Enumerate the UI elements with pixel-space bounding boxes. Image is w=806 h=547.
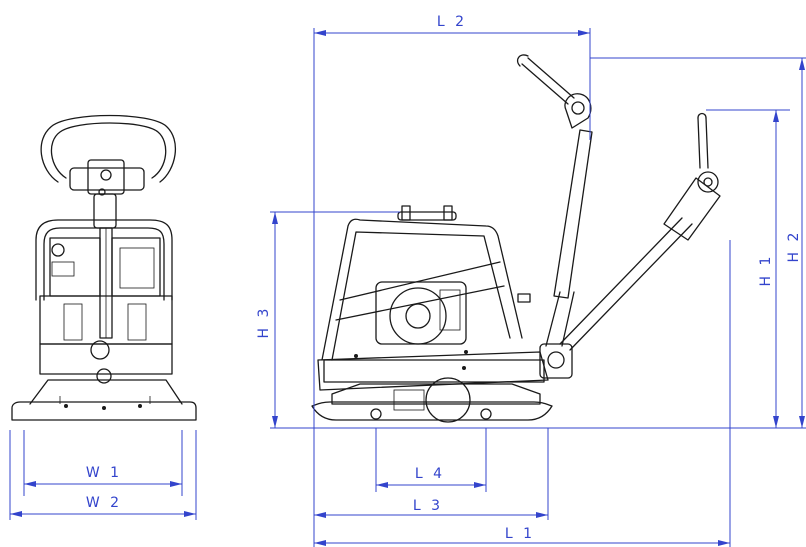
dim-W1: W 1	[24, 465, 182, 487]
dim-H3: H 3	[256, 212, 278, 428]
dim-W2: W 2	[10, 495, 196, 517]
dim-H1: H 1	[758, 110, 779, 428]
label-L3: L 3	[413, 498, 443, 514]
side-view	[311, 54, 721, 423]
label-L4: L 4	[415, 466, 445, 482]
label-W2: W 2	[86, 495, 122, 511]
label-H1: H 1	[758, 254, 774, 287]
label-L2: L 2	[437, 14, 467, 30]
dim-L4: L 4	[376, 466, 486, 488]
dimensions: L 2 L 1 L 3 L 4 H 3	[9, 14, 806, 547]
label-L1: L 1	[505, 526, 535, 542]
label-W1: W 1	[86, 465, 122, 481]
dim-L1: L 1	[314, 526, 730, 546]
dim-L2: L 2	[314, 14, 590, 36]
front-view	[11, 114, 197, 421]
label-H2: H 2	[786, 230, 802, 263]
dim-H2: H 2	[786, 58, 805, 428]
dim-L3: L 3	[314, 498, 548, 518]
label-H3: H 3	[256, 306, 272, 339]
